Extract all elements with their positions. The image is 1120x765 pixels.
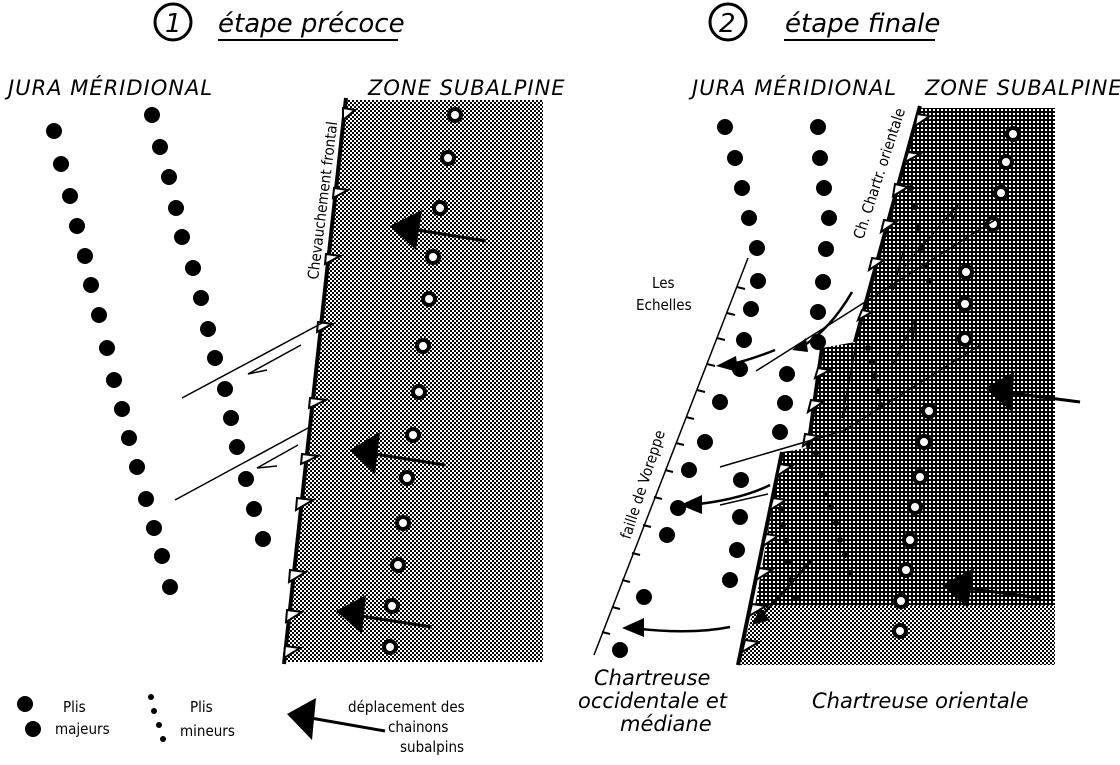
- panel-number: 2: [719, 9, 736, 39]
- displacement-arrows: [336, 210, 487, 634]
- major-fold-symbol: [17, 696, 33, 712]
- displacement-arrow-shaft: [304, 715, 386, 733]
- panel-number-badge: [708, 2, 748, 42]
- major-folds-row-a: [46, 123, 178, 595]
- thrust-teeth: [740, 112, 933, 655]
- region-label-subalpine: ZONE SUBALPINE: [924, 76, 1120, 100]
- legend-minor-line2: mineurs: [180, 722, 235, 740]
- panel-1: 1 étape précoce JURA MÉRIDIONAL ZONE SUB…: [4, 2, 566, 665]
- fault-ticks: [601, 286, 746, 635]
- voreppe-fault-line: [593, 257, 749, 656]
- legend-major-line1: Plis: [63, 698, 86, 716]
- legend-displacement-line3: subalpins: [400, 738, 464, 756]
- major-folds-row-b: [144, 107, 271, 547]
- place-label-line1: Les: [652, 274, 675, 292]
- panel-number: 1: [165, 9, 182, 39]
- panel-title: étape finale: [785, 9, 940, 39]
- region-label-subalpine: ZONE SUBALPINE: [367, 76, 566, 100]
- major-folds-row-b: [722, 119, 837, 588]
- minor-fold-symbol: [151, 708, 157, 714]
- panel-title: étape précoce: [218, 9, 405, 39]
- legend-major-line2: majeurs: [55, 720, 110, 738]
- legend-displacement-line2: chainons: [388, 718, 448, 736]
- minor-fold-symbol: [160, 736, 166, 742]
- subalpine-folds: [892, 126, 1021, 639]
- region-label-jura: JURA MÉRIDIONAL: [4, 75, 213, 100]
- legend-displacement-line1: déplacement des: [348, 698, 465, 716]
- place-label-line2: Echelles: [636, 296, 692, 314]
- panel-number-badge: [153, 2, 193, 42]
- major-fold-symbol: [25, 721, 41, 737]
- region-label-jura: JURA MÉRIDIONAL: [688, 75, 897, 100]
- panel-1-header: 1 étape précoce: [153, 2, 405, 42]
- bottom-right-label: Chartreuse orientale: [812, 689, 1029, 713]
- panel-2-header: 2 étape finale: [708, 2, 940, 42]
- fault-label: faille de Voreppe: [617, 428, 669, 541]
- local-arrowheads: [622, 338, 808, 637]
- legend-major-folds: Plis majeurs: [17, 696, 110, 738]
- legend-displacement: déplacement des chainons subalpins: [287, 698, 465, 756]
- minor-fold-symbol: [148, 694, 154, 700]
- bottom-left-label-line3: médiane: [620, 712, 712, 736]
- strike-slip-faults: [174, 321, 325, 501]
- major-folds-row-a: [612, 119, 766, 658]
- subalpine-folds: [382, 107, 463, 655]
- oblique-faults: [719, 204, 999, 506]
- minor-fold-symbol: [156, 722, 162, 728]
- panel-2: 2 étape finale JURA MÉRIDIONAL ZONE SUBA…: [578, 2, 1120, 736]
- subalpine-zone-grid: [755, 108, 1055, 606]
- legend: Plis majeurs Plis mineurs déplacement de…: [17, 694, 465, 756]
- bottom-left-label-line2: occidentale et: [578, 689, 728, 713]
- legend-minor-folds: Plis mineurs: [148, 694, 235, 742]
- arrow-icon: [287, 698, 316, 740]
- displacement-arrows: [942, 372, 1081, 608]
- bottom-left-label-line1: Chartreuse: [594, 666, 710, 690]
- legend-minor-line1: Plis: [190, 698, 213, 716]
